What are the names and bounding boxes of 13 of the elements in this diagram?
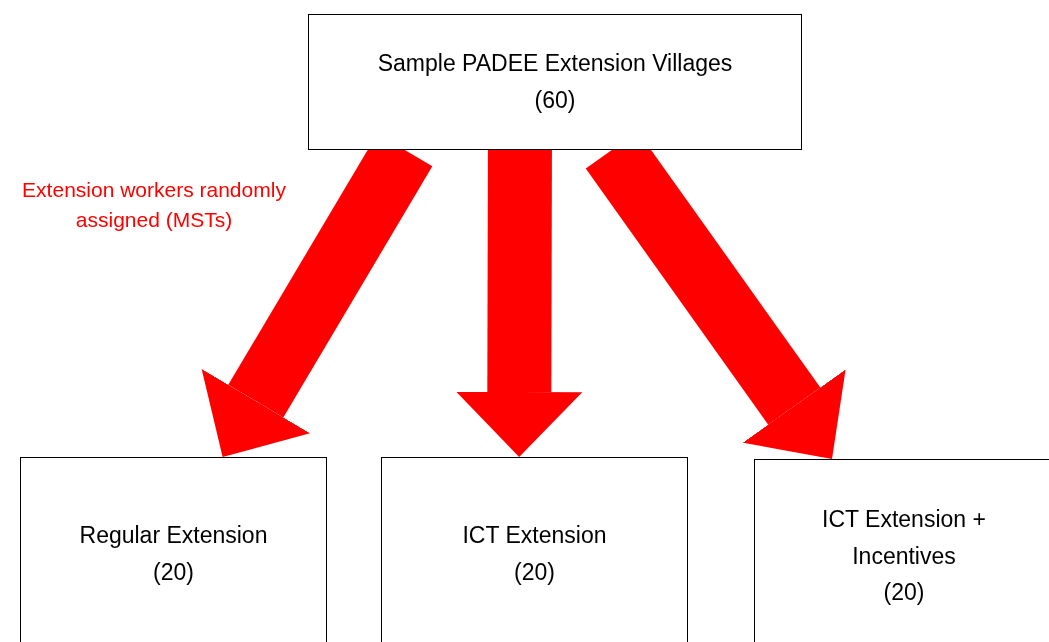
box-text: ICT Extension	[462, 521, 607, 551]
box-text: (20)	[883, 578, 925, 608]
process-box	[381, 457, 688, 642]
process-box	[308, 14, 802, 150]
process-box	[20, 457, 327, 642]
box-text: (20)	[514, 558, 555, 587]
box-text: (60)	[534, 86, 576, 115]
process-box	[754, 459, 1049, 642]
box-text: Sample PADEE Extension Villages	[377, 49, 733, 79]
box-text: Regular Extension	[79, 521, 268, 551]
box-text: (20)	[153, 558, 194, 587]
box-text: ICT Extension + Incentives	[821, 504, 987, 571]
edge-label: Extension workers randomly assigned (MSTs)	[21, 177, 287, 234]
